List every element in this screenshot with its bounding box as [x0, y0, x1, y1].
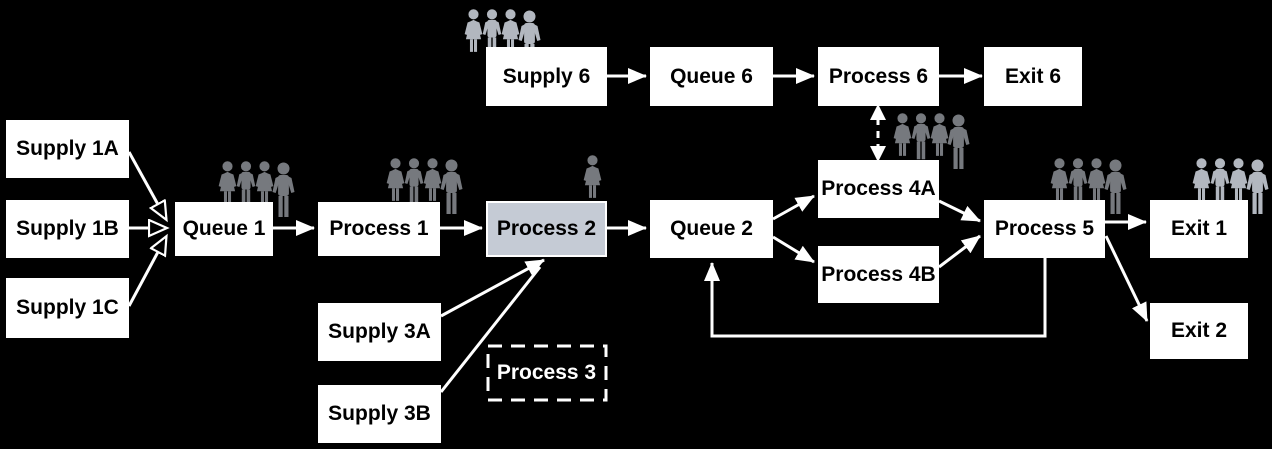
node-process-4b: Process 4B — [818, 246, 939, 303]
arrow-supply3a-process2 — [440, 258, 545, 318]
node-supply-3a: Supply 3A — [318, 303, 441, 361]
arrow-feedback-process5-queue2 — [704, 258, 1047, 338]
node-process-6: Process 6 — [818, 47, 939, 106]
node-queue-6: Queue 6 — [650, 47, 773, 106]
node-exit-6: Exit 6 — [984, 47, 1082, 106]
node-process-4a: Process 4A — [818, 160, 939, 218]
arrow-supply1a-queue1 — [127, 151, 166, 219]
node-exit-2: Exit 2 — [1150, 303, 1248, 359]
node-process-3: Process 3 — [496, 360, 597, 384]
arrow-queue2-process4a — [772, 194, 815, 221]
node-process-2: Process 2 — [486, 201, 607, 257]
node-queue-2: Queue 2 — [650, 200, 773, 258]
node-process-5: Process 5 — [984, 200, 1105, 258]
node-supply-1c: Supply 1C — [6, 278, 129, 338]
person-icon-process2 — [583, 155, 602, 198]
edges-group — [127, 68, 1149, 393]
node-queue-1: Queue 1 — [175, 202, 273, 256]
node-supply-1a: Supply 1A — [6, 120, 129, 178]
dashed-link-arrowheads — [870, 104, 886, 162]
node-supply-1b: Supply 1B — [6, 200, 129, 258]
arrow-supply3b-process2 — [439, 266, 542, 393]
node-supply-3b: Supply 3B — [318, 385, 441, 443]
arrow-process5-exit2 — [1104, 235, 1149, 322]
process3-dashed-border — [486, 344, 608, 402]
node-supply-6: Supply 6 — [486, 47, 607, 106]
arrow-supply1c-queue1 — [127, 237, 166, 307]
node-process-1: Process 1 — [318, 202, 440, 256]
arrow-process4a-process5 — [938, 199, 981, 223]
arrow-process4b-process5 — [938, 234, 981, 269]
arrow-queue2-process4b — [772, 235, 815, 264]
node-exit-1: Exit 1 — [1150, 200, 1248, 258]
